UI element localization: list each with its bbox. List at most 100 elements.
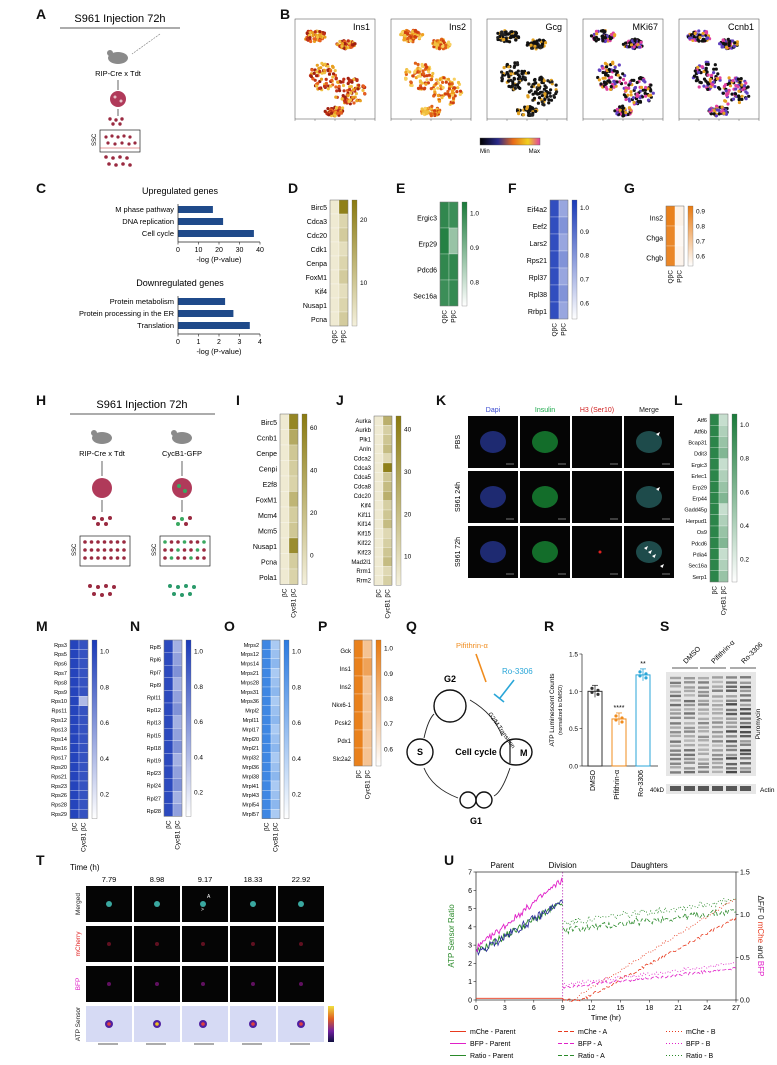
heatmap-cell xyxy=(373,462,384,473)
heatmap-cell xyxy=(549,267,560,286)
heatmap-cell xyxy=(163,665,174,678)
go-block-title: Downregulated genes xyxy=(136,278,224,288)
heatmap-cell xyxy=(270,677,281,688)
heatmap-gene-label: Chgb xyxy=(646,255,663,262)
r-point xyxy=(590,686,594,690)
heatmap-cell xyxy=(270,780,281,791)
heatmap-col-label: CycB1 βC xyxy=(364,770,371,800)
heatmap-cell xyxy=(163,639,174,653)
heatmap-cell xyxy=(338,269,349,285)
micrograph-tile xyxy=(572,471,622,523)
heatmap-cell xyxy=(718,559,729,571)
heatmap-cell xyxy=(382,472,393,482)
heatmap-cell xyxy=(288,537,299,554)
heatmap-gene-label: Mrpl43 xyxy=(242,793,259,799)
heatmap-cell xyxy=(718,492,729,504)
heatmap-gene-label: Rpl23 xyxy=(147,771,161,777)
u-ytick-left: 2 xyxy=(468,961,472,968)
heatmap-gene-label: Rrbp1 xyxy=(528,309,547,316)
heatmap-cell xyxy=(709,503,720,515)
heatmap-scale-tick: 0.9 xyxy=(384,671,393,678)
heatmap-cell xyxy=(362,711,373,731)
heatmap-gene-label: Ins2 xyxy=(650,215,663,222)
heatmap-gene-label: Mrpl11 xyxy=(243,718,259,724)
go-tick: 40 xyxy=(256,247,264,254)
heatmap-cell xyxy=(549,284,560,303)
s-lane-label: DMSO xyxy=(682,645,702,665)
s-cell xyxy=(406,738,434,766)
heatmap-cell xyxy=(439,253,450,281)
heatmap-gene-label: Anln xyxy=(359,447,371,453)
heatmap-gene-label: Ins2 xyxy=(340,685,352,691)
heatmap-gene-label: Rpl5 xyxy=(150,645,161,651)
heatmap-cell xyxy=(261,762,272,772)
heatmap-cell xyxy=(373,444,384,454)
heatmap-colorbar xyxy=(185,639,192,817)
heatmap-cell xyxy=(172,702,183,716)
heatmap-cell xyxy=(172,803,183,817)
go-xlabel: -log (P-value) xyxy=(196,255,242,264)
heatmap-gene-label: Plk1 xyxy=(359,438,371,444)
go-bar xyxy=(178,310,234,317)
heatmap-cell xyxy=(709,570,720,583)
u-line-mche-b xyxy=(562,898,737,1002)
heatmap-cell xyxy=(279,522,290,539)
heatmap-cell xyxy=(329,213,340,229)
heatmap-cell xyxy=(674,205,685,227)
u-legend-label: Ratio - Parent xyxy=(470,1053,513,1060)
heatmap-cell xyxy=(549,199,560,218)
u-xtick: 12 xyxy=(588,1005,596,1012)
heatmap-cell xyxy=(558,284,569,303)
heatmap-cell xyxy=(172,753,183,767)
heatmap-scale-tick: 1.0 xyxy=(100,649,109,656)
heatmap-d: Birc5Cdca3Cdc20Cdk1CenpaFoxM1Kif4Nusap1P… xyxy=(303,199,368,344)
t-time-label: Time (h) xyxy=(70,863,100,872)
heatmap-gene-label: Lars2 xyxy=(529,241,547,248)
heatmap-gene-label: Pcsk2 xyxy=(335,721,352,727)
k-col-label: H3 (Ser10) xyxy=(580,407,614,414)
heatmap-cell xyxy=(718,425,729,437)
heatmap-cell xyxy=(78,762,89,772)
go-tick: 10 xyxy=(195,247,203,254)
heatmap-gene-label: Rps14 xyxy=(51,737,67,743)
go-bar xyxy=(178,298,226,305)
go-tick: 2 xyxy=(217,339,221,346)
heatmap-cell xyxy=(709,469,720,482)
heatmap-gene-label: Rps11 xyxy=(52,709,68,715)
heatmap-cell xyxy=(382,547,393,558)
pancreas-icon xyxy=(110,91,126,107)
heatmap-scale-tick: 0.7 xyxy=(384,721,393,728)
heatmap-cell xyxy=(261,733,272,744)
heatmap-cell xyxy=(279,475,290,492)
t-time: 8.98 xyxy=(150,875,165,884)
heatmap-cell xyxy=(382,481,393,492)
heatmap-cell xyxy=(288,491,299,508)
heatmap-cell xyxy=(270,743,281,753)
heatmap-gene-label: Mrpl20 xyxy=(242,737,259,743)
heatmap-gene-label: Rps5 xyxy=(54,652,67,658)
heatmap-scale-tick: 0.8 xyxy=(696,224,705,231)
heatmap-scale-tick: 0.9 xyxy=(580,229,589,236)
heatmap-cell xyxy=(373,481,384,492)
heatmap-cell xyxy=(329,297,340,313)
heatmap-cell xyxy=(718,458,729,471)
r-tick: 0.5 xyxy=(569,726,578,733)
heatmap-gene-label: Cdca8 xyxy=(354,485,372,491)
heatmap-cell xyxy=(549,233,560,252)
panel-letter-f: F xyxy=(508,180,517,196)
heatmap-scale-tick: 1.0 xyxy=(470,210,479,217)
u-line-bfp-parent xyxy=(475,877,564,952)
heatmap-gene-label: Aurka xyxy=(355,419,371,425)
heatmap-gene-label: Mrpl38 xyxy=(242,774,259,780)
heatmap-scale-tick: 0.6 xyxy=(100,720,109,727)
panel-letter-l: L xyxy=(674,392,683,408)
heatmap-cell xyxy=(338,297,349,313)
heatmap-cell xyxy=(172,715,183,729)
r-point xyxy=(614,714,618,718)
heatmap-cell xyxy=(329,227,340,243)
heatmap-scale-tick: 60 xyxy=(310,425,318,432)
heatmap-colorbar xyxy=(301,413,308,585)
heatmap-cell xyxy=(665,245,676,267)
u-legend-label: Ratio - B xyxy=(686,1053,714,1060)
